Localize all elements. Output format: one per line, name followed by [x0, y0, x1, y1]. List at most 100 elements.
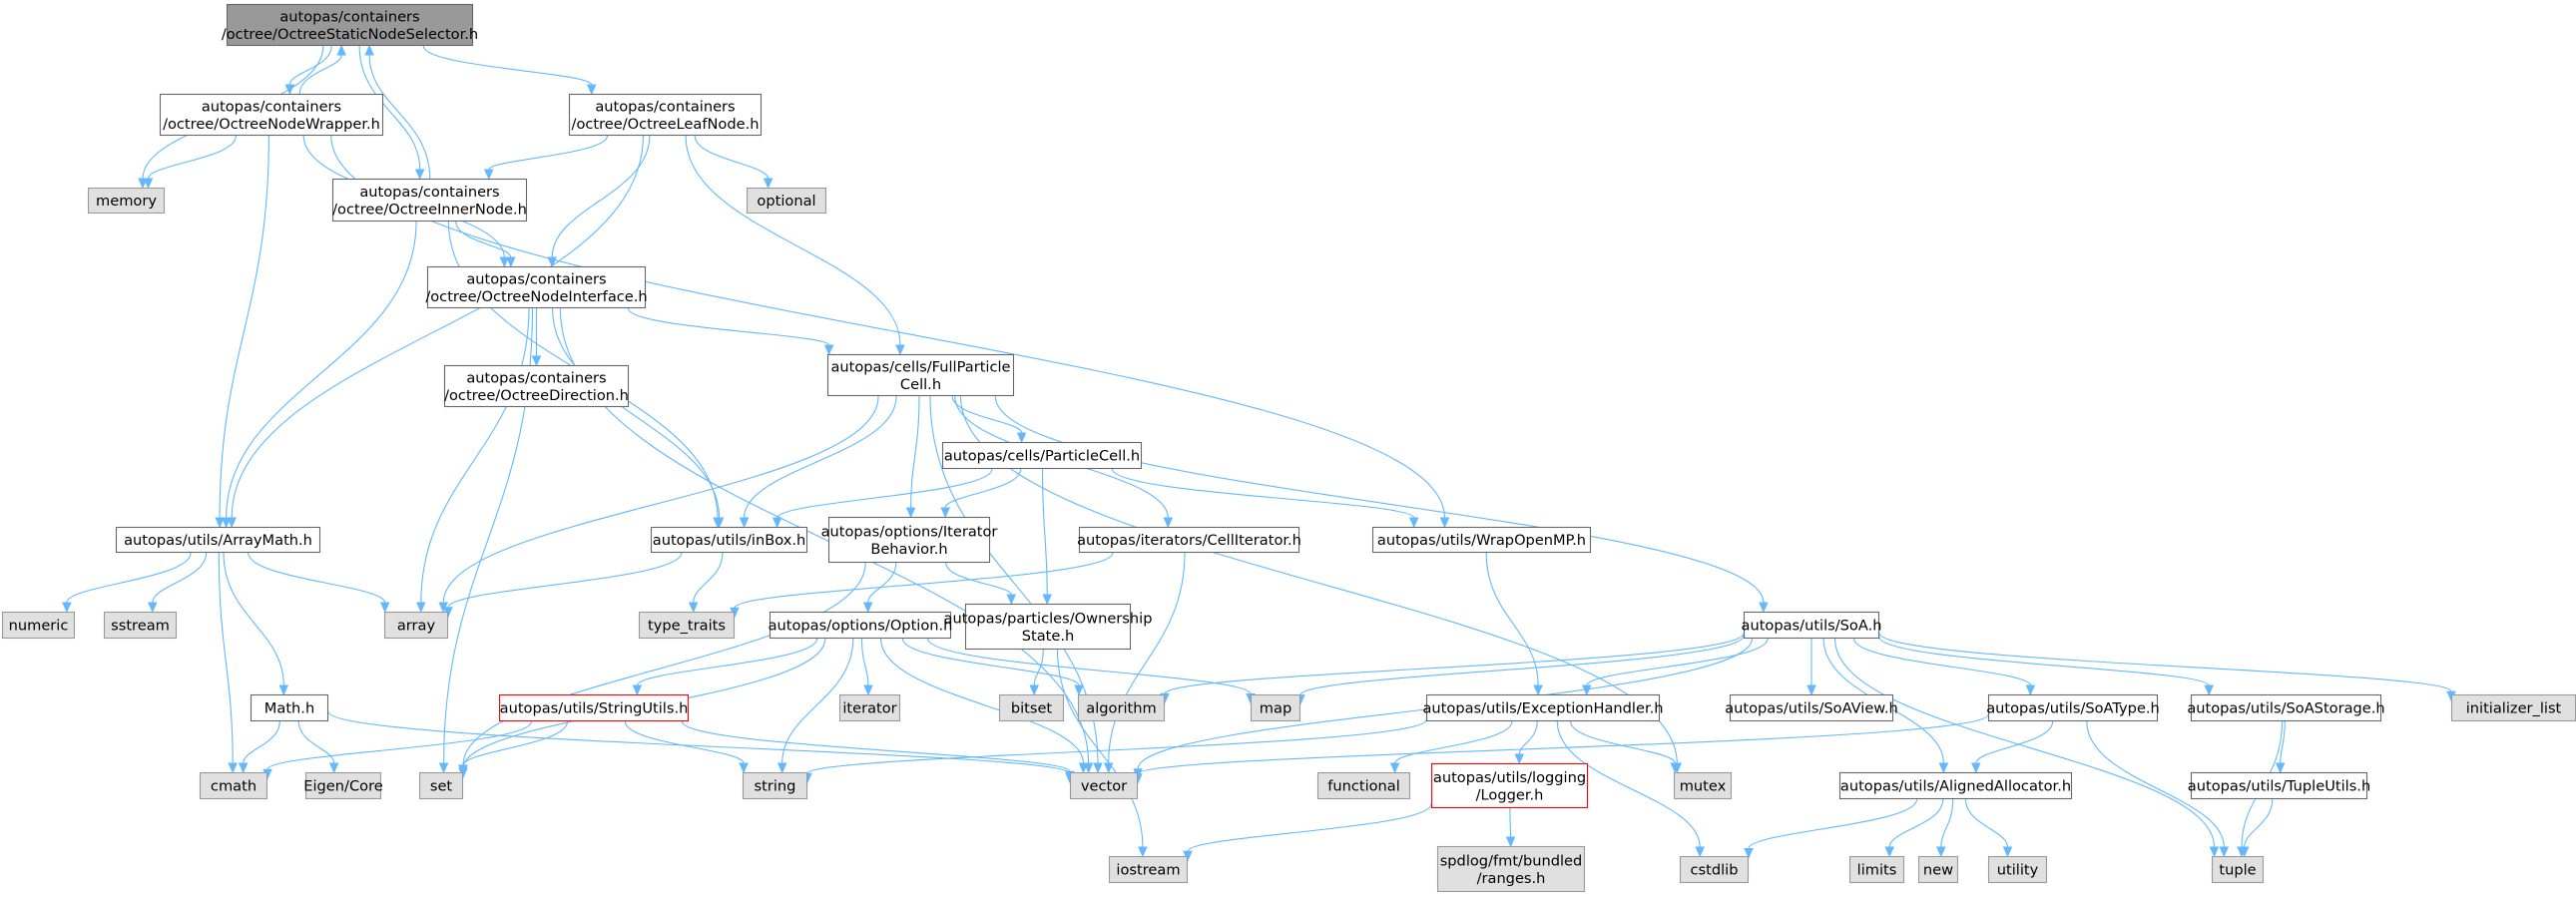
- edge-celliter-to-typetraits: [734, 552, 1114, 609]
- node-box: [1838, 771, 2073, 800]
- arrowhead-stringutils-to-set: [458, 764, 468, 776]
- node-box: [1108, 855, 1189, 884]
- node-soastorage[interactable]: autopas/utils/SoAStorage.h: [2187, 693, 2385, 722]
- node-label: autopas/cells/ParticleCell.h: [944, 448, 1140, 465]
- edge-aligned-to-cstdlib: [1748, 798, 1918, 849]
- edge-iterbeh-to-set: [462, 562, 866, 765]
- arrowhead-fullcell-to-celliter: [1163, 517, 1174, 529]
- edge-soa-to-initlist: [1878, 633, 2452, 692]
- node-label: autopas/containers: [279, 8, 419, 25]
- edge-fullcell-to-array: [442, 395, 879, 604]
- node-box: [159, 93, 384, 137]
- arrowhead-iface-to-fullcell: [823, 344, 834, 356]
- node-label: autopas/utils/StringUtils.h: [500, 700, 689, 717]
- node-arraymath[interactable]: autopas/utils/ArrayMath.h: [115, 526, 321, 554]
- node-aligned[interactable]: autopas/utils/AlignedAllocator.h: [1838, 771, 2073, 800]
- nodes-layer: autopas/containers/octree/OctreeStaticNo…: [1, 3, 2576, 893]
- edge-tupleutils-to-tuple: [2244, 798, 2274, 848]
- node-logger[interactable]: autopas/utils/logging/Logger.h: [1430, 762, 1589, 809]
- node-option[interactable]: autopas/options/Option.h: [769, 611, 953, 640]
- node-soa[interactable]: autopas/utils/SoA.h: [1742, 611, 1882, 640]
- node-label: functional: [1327, 778, 1400, 795]
- node-vector: vector: [1069, 771, 1139, 800]
- node-optional: optional: [746, 187, 827, 215]
- node-label: spdlog/fmt/bundled: [1440, 852, 1583, 869]
- arrowhead-iface-to-set: [438, 762, 449, 774]
- arrowhead-wrapper-to-iface: [499, 256, 510, 268]
- edge-arraymath-to-array: [248, 552, 386, 604]
- edge-exception-to-mutex: [1570, 720, 1676, 764]
- edge-option-to-stringutils: [636, 638, 818, 686]
- arrowhead-pcell-to-iterbeh: [940, 507, 950, 519]
- node-static[interactable]: autopas/containers/octree/OctreeStaticNo…: [222, 3, 478, 47]
- node-box: [103, 611, 178, 640]
- node-tupleutils[interactable]: autopas/utils/TupleUtils.h: [2188, 771, 2370, 800]
- node-label: autopas/utils/TupleUtils.h: [2188, 778, 2370, 795]
- node-box: [331, 178, 528, 223]
- arrowhead-inner-to-iface: [506, 256, 516, 268]
- node-label: autopas/containers: [359, 184, 499, 201]
- node-set: set: [418, 771, 464, 800]
- node-algorithm: algorithm: [1077, 693, 1166, 722]
- edge-soa-to-exception: [1586, 638, 1769, 686]
- arrowhead-iface-to-array: [416, 602, 426, 614]
- node-label: autopas/particles/Ownership: [944, 610, 1153, 627]
- node-label: autopas/utils/inBox.h: [653, 532, 806, 549]
- node-spdlog: spdlog/fmt/bundled/ranges.h: [1436, 845, 1586, 893]
- node-functional: functional: [1316, 771, 1411, 800]
- node-inner[interactable]: autopas/containers/octree/OctreeInnerNod…: [331, 178, 528, 223]
- arrowhead-arraymath-to-sstream: [148, 602, 158, 614]
- edge-fullcell-to-pcell: [951, 395, 1023, 434]
- node-direction[interactable]: autopas/containers/octree/OctreeDirectio…: [443, 364, 630, 408]
- edge-iface-to-inbox: [551, 307, 721, 519]
- node-celliter[interactable]: autopas/iterators/CellIterator.h: [1077, 526, 1301, 554]
- node-memory: memory: [87, 187, 166, 215]
- node-box: [826, 353, 1015, 397]
- edge-wrapper-to-static: [298, 54, 342, 95]
- node-label: map: [1260, 700, 1291, 717]
- arrowhead-fullcell-to-pcell: [1016, 432, 1027, 444]
- node-math[interactable]: Math.h: [250, 693, 329, 722]
- node-label: autopas/iterators/CellIterator.h: [1077, 532, 1301, 549]
- edge-stringutils-to-vector: [681, 720, 1071, 772]
- node-box: [1987, 855, 2048, 884]
- node-box: [1, 611, 76, 640]
- node-label: /octree/OctreeNodeWrapper.h: [163, 116, 380, 133]
- node-box: [1729, 693, 1894, 722]
- node-wrapper[interactable]: autopas/containers/octree/OctreeNodeWrap…: [159, 93, 384, 137]
- node-wrapomp[interactable]: autopas/utils/WrapOpenMP.h: [1371, 526, 1592, 554]
- node-label: autopas/containers: [466, 369, 606, 386]
- node-stringutils[interactable]: autopas/utils/StringUtils.h: [498, 693, 690, 722]
- node-pcell[interactable]: autopas/cells/ParticleCell.h: [941, 441, 1143, 470]
- node-box: [1077, 693, 1166, 722]
- node-inbox[interactable]: autopas/utils/inBox.h: [650, 526, 808, 554]
- edge-fullcell-to-soa: [994, 395, 1765, 604]
- arrowhead-pcell-to-wrapomp: [1408, 517, 1419, 529]
- node-soatype[interactable]: autopas/utils/SoAType.h: [1986, 693, 2160, 722]
- node-label: autopas/utils/logging: [1433, 769, 1586, 786]
- node-label: tuple: [2219, 862, 2256, 879]
- node-box: [568, 93, 763, 137]
- arrowhead-exception-to-functional: [1389, 762, 1400, 774]
- node-box: [1371, 526, 1592, 554]
- arrowhead-soa-to-soatype: [2025, 684, 2036, 696]
- node-exception[interactable]: autopas/utils/ExceptionHandler.h: [1422, 693, 1664, 722]
- node-soaview[interactable]: autopas/utils/SoAView.h: [1725, 693, 1898, 722]
- node-iface[interactable]: autopas/containers/octree/OctreeNodeInte…: [425, 265, 648, 309]
- arrowhead-iface-to-inbox: [714, 517, 725, 529]
- node-box: [650, 526, 808, 554]
- node-label: /octree/OctreeNodeInterface.h: [425, 288, 647, 305]
- node-box: [1316, 771, 1411, 800]
- edge-soa-to-algorithm: [1164, 633, 1745, 694]
- node-label: cmath: [211, 778, 257, 795]
- node-box: [1743, 611, 1880, 640]
- arrowhead-leaf-to-inner: [484, 169, 494, 181]
- edge-pcell-to-iterbeh: [944, 468, 1022, 509]
- node-utility: utility: [1987, 855, 2048, 884]
- node-leaf[interactable]: autopas/containers/octree/OctreeLeafNode…: [568, 93, 763, 137]
- edge-wrapper-to-memory: [147, 135, 238, 180]
